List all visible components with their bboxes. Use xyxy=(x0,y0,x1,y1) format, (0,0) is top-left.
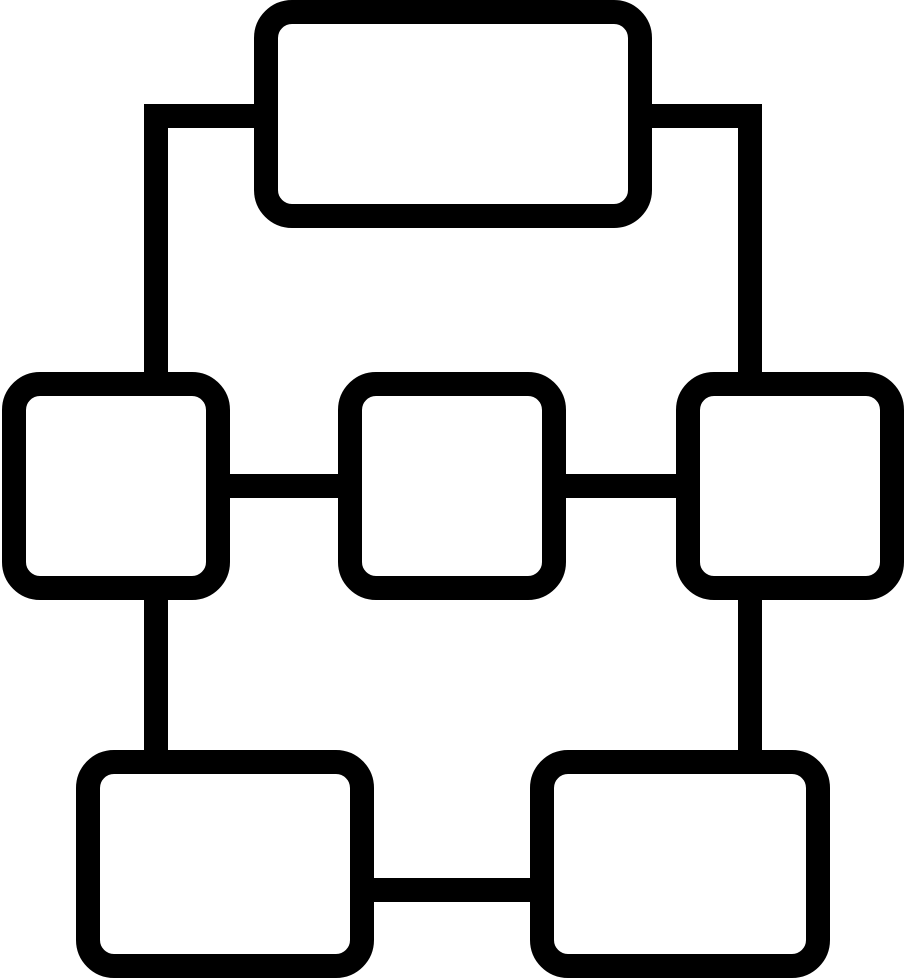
connector-top-to-middle-right xyxy=(640,104,762,384)
connector-top-to-middle-left xyxy=(144,104,266,384)
node-middle-left xyxy=(2,372,230,600)
node-middle-center xyxy=(338,372,566,600)
node-top xyxy=(254,0,652,228)
node-bottom-left xyxy=(76,750,374,978)
connector-lines xyxy=(144,104,762,902)
node-bottom-right xyxy=(530,750,830,978)
node-middle-right xyxy=(676,372,904,600)
